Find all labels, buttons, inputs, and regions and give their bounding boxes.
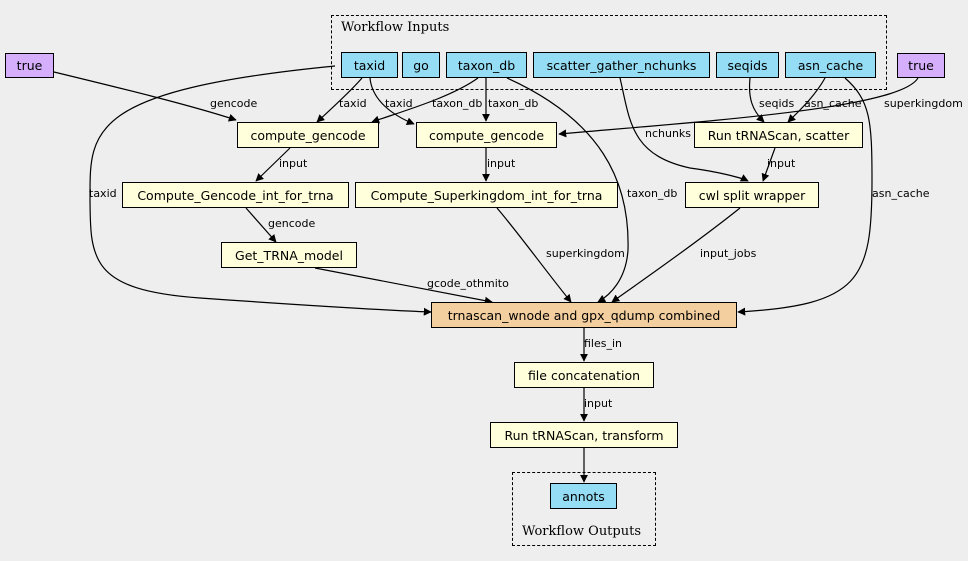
node-run-trnascan-scatter[interactable]: Run tRNAScan, scatter [694, 122, 863, 148]
workflow-outputs-cluster [512, 472, 656, 546]
edge-label-taxid-2: taxid [385, 97, 413, 110]
node-cwl-split-wrapper[interactable]: cwl split wrapper [685, 182, 819, 208]
edge-label-superkingdom-mid: superkingdom [546, 247, 625, 260]
edge-taxid-to-compute-gencode-2 [369, 77, 415, 125]
edge-compute-gencode-1-to-int [255, 147, 291, 182]
edge-asn-cache-to-scatter [787, 77, 826, 123]
node-true-right[interactable]: true [897, 53, 945, 78]
edge-label-superkingdom-top: superkingdom [884, 97, 963, 110]
edge-label-taxon-db-2: taxon_db [488, 97, 539, 110]
edge-label-taxid-left: taxid [89, 187, 117, 200]
edge-label-files-in: files_in [584, 337, 623, 350]
edge-label-input-3: input [767, 157, 796, 170]
workflow-inputs-label: Workflow Inputs [341, 20, 450, 35]
node-file-concatenation[interactable]: file concatenation [514, 362, 654, 388]
node-scatter-gather-nchunks[interactable]: scatter_gather_nchunks [533, 52, 710, 78]
edge-taxon-db-to-compute-gencode-1 [371, 77, 479, 124]
node-compute-gencode-int-for-trna[interactable]: Compute_Gencode_int_for_trna [122, 182, 349, 208]
node-trnascan-combined[interactable]: trnascan_wnode and gpx_qdump combined [431, 302, 737, 328]
edge-scatter-to-split [761, 147, 776, 182]
node-seqids[interactable]: seqids [716, 52, 779, 78]
node-taxon-db[interactable]: taxon_db [446, 52, 527, 78]
node-compute-superkingdom-int-for-trna[interactable]: Compute_Superkingdom_int_for_trna [355, 182, 618, 208]
node-compute-gencode-1[interactable]: compute_gencode [237, 122, 379, 148]
node-taxid[interactable]: taxid [341, 52, 398, 78]
edge-label-input-jobs: input_jobs [700, 247, 757, 260]
edge-label-seqids: seqids [759, 97, 795, 110]
edge-label-input-4: input [584, 397, 613, 410]
edge-label-taxid-1: taxid [339, 97, 367, 110]
workflow-inputs-cluster [331, 15, 887, 90]
edge-taxon-db-to-combined [506, 77, 629, 303]
node-get-trna-model[interactable]: Get_TRNA_model [221, 242, 357, 268]
edge-label-gcode-othmito: gcode_othmito [427, 277, 509, 290]
edge-label-taxon-db-long: taxon_db [627, 187, 678, 200]
node-run-trnascan-transform[interactable]: Run tRNAScan, transform [490, 422, 678, 448]
edge-label-gencode-top: gencode [210, 97, 258, 110]
edge-true-to-compute-gencode-1 [53, 71, 237, 122]
edge-label-asn-cache-long: asn_cache [872, 187, 930, 200]
edge-nchunks-to-split [619, 77, 749, 182]
node-true-left[interactable]: true [5, 53, 54, 78]
edge-label-input-1: input [279, 157, 308, 170]
edge-asn-cache-to-combined [737, 77, 873, 316]
edge-label-gencode-mid: gencode [268, 217, 316, 230]
edge-true-to-compute-gencode-2 [558, 77, 919, 138]
edge-label-asn-cache-1: asn_cache [804, 97, 862, 110]
node-annots[interactable]: annots [550, 483, 617, 509]
node-asn-cache[interactable]: asn_cache [785, 52, 876, 78]
edge-get-trna-model-to-combined [314, 267, 493, 305]
edge-seqids-to-scatter [748, 77, 765, 123]
edge-label-nchunks: nchunks [645, 127, 692, 140]
edge-taxid-to-compute-gencode-1 [316, 77, 363, 123]
edge-taxid-to-combined [89, 65, 432, 316]
node-compute-gencode-2[interactable]: compute_gencode [416, 122, 557, 148]
edge-label-input-2: input [487, 157, 516, 170]
edge-label-taxon-db-1: taxon_db [432, 97, 483, 110]
edge-split-to-combined [611, 207, 741, 303]
node-go[interactable]: go [402, 52, 440, 78]
edge-superkingdom-int-to-combined [496, 207, 572, 303]
workflow-outputs-label: Workflow Outputs [522, 524, 641, 539]
edge-gencode-int-to-get-trna-model [245, 207, 277, 243]
